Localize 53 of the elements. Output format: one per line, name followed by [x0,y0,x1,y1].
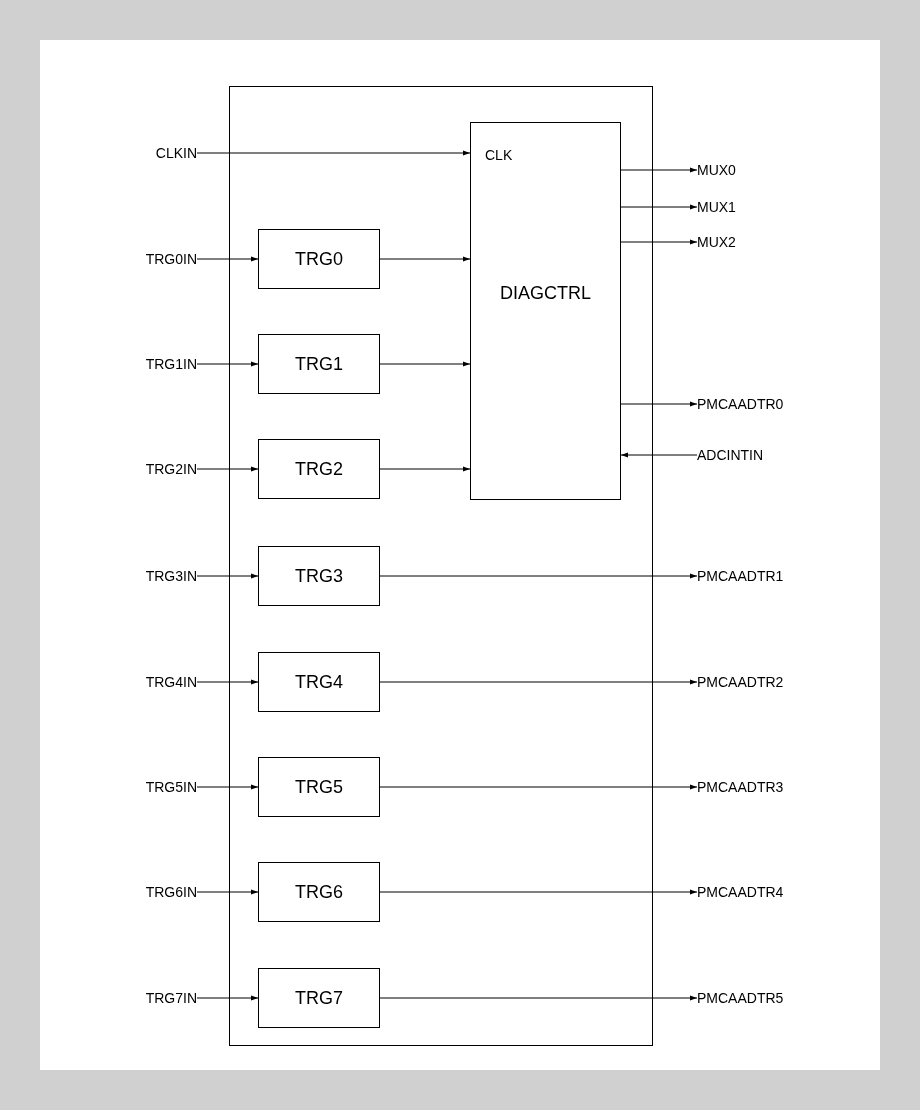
signal-label: PMCAADTR4 [697,884,784,900]
block-box: TRG6 [258,862,380,922]
arrow [379,466,471,472]
signal-label: PMCAADTR3 [697,779,784,795]
block-box: TRG4 [258,652,380,712]
block-box: TRG7 [258,968,380,1028]
signal-label: TRG4IN [145,674,197,690]
arrow [196,361,259,367]
arrow [379,361,471,367]
arrow [379,256,471,262]
arrow [196,466,259,472]
arrow [620,239,698,245]
arrow [379,995,698,1001]
arrow [379,679,698,685]
signal-label: ADCINTIN [697,447,764,463]
signal-label: PMCAADTR5 [697,990,784,1006]
arrow [196,889,259,895]
block-box: TRG0 [258,229,380,289]
signal-label: TRG0IN [145,251,197,267]
signal-label: TRG7IN [145,990,197,1006]
arrow [196,784,259,790]
signal-label: MUX1 [697,199,736,215]
arrow [620,167,698,173]
block-label: DIAGCTRL [499,283,592,304]
arrow [196,573,259,579]
arrow [196,679,259,685]
signal-label: TRG5IN [145,779,197,795]
arrow [620,204,698,210]
signal-label: TRG2IN [145,461,197,477]
arrow [620,452,698,458]
port-label: CLK [485,147,513,163]
block-box: TRG1 [258,334,380,394]
signal-label: PMCAADTR1 [697,568,784,584]
signal-label: TRG3IN [145,568,197,584]
block-box: TRG5 [258,757,380,817]
signal-label: MUX0 [697,162,736,178]
arrow [620,401,698,407]
arrow [196,995,259,1001]
signal-label: PMCAADTR0 [697,396,784,412]
arrow [196,150,471,156]
arrow [196,256,259,262]
signal-label: MUX2 [697,234,736,250]
arrow [379,784,698,790]
signal-label: TRG6IN [145,884,197,900]
signal-label: CLKIN [155,145,197,161]
signal-label: PMCAADTR2 [697,674,784,690]
block-box: TRG3 [258,546,380,606]
signal-label: TRG1IN [145,356,197,372]
module-outline [229,86,653,1046]
arrow [379,573,698,579]
block-box [470,122,621,500]
block-box: TRG2 [258,439,380,499]
arrow [379,889,698,895]
